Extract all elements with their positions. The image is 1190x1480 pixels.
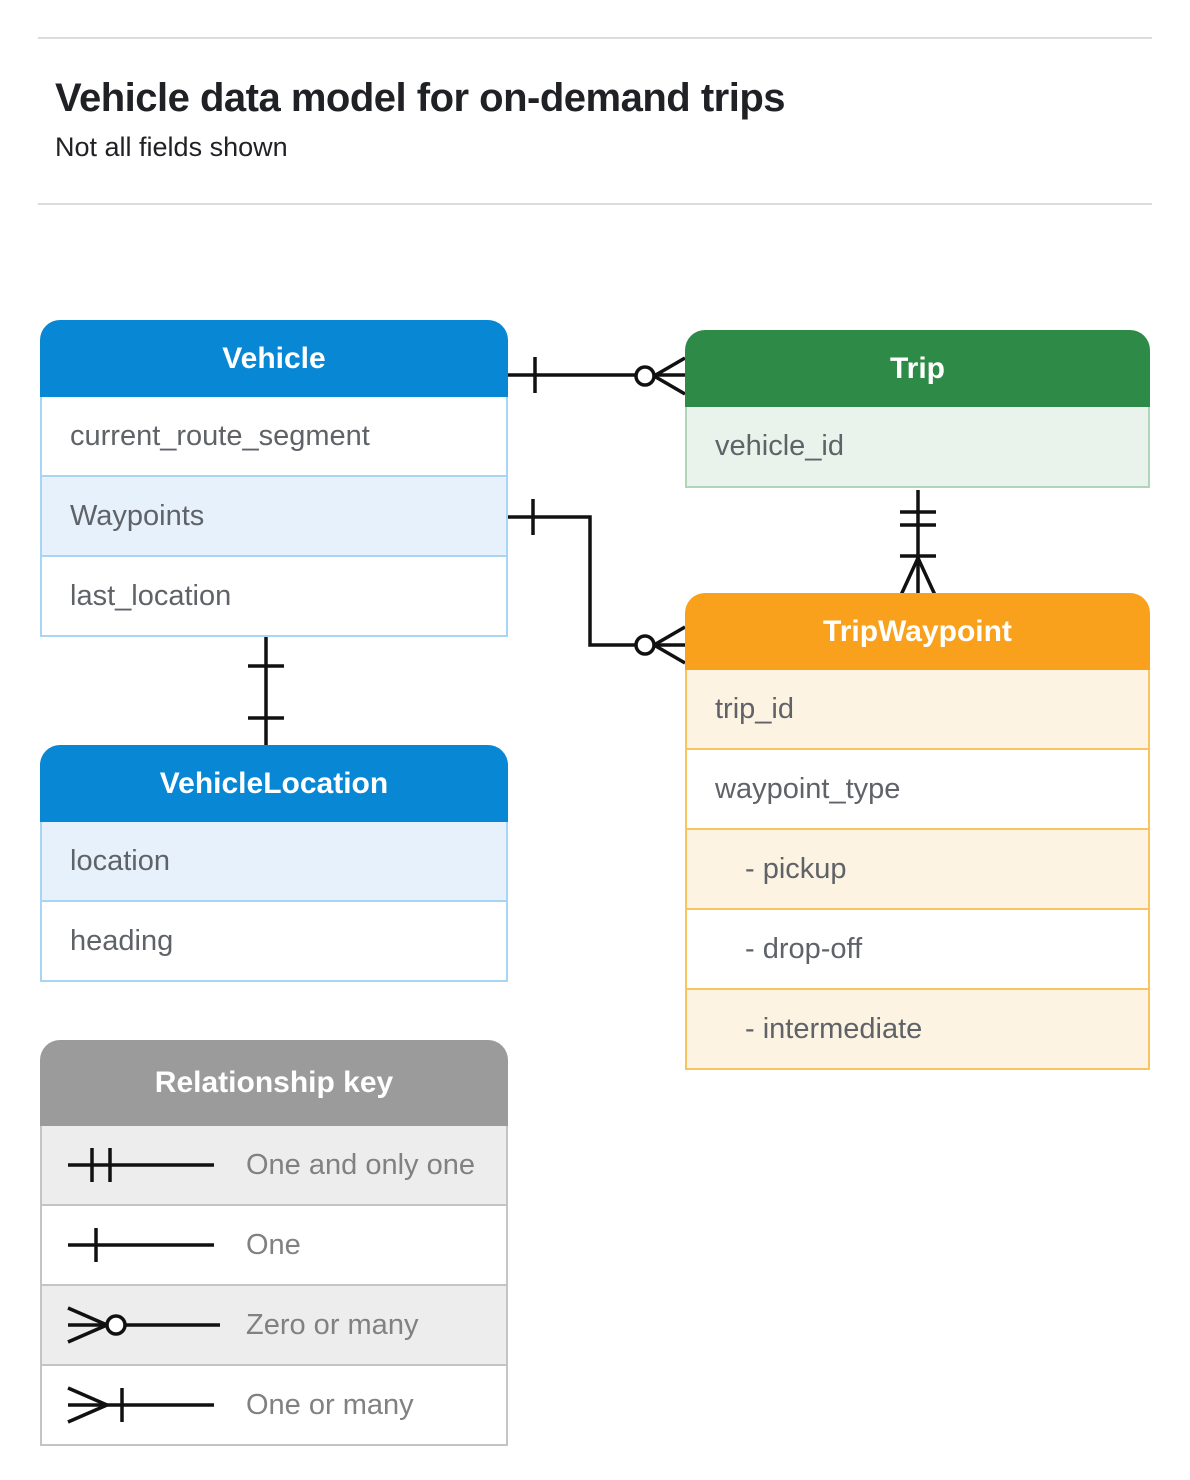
legend-label: One or many	[246, 1388, 414, 1421]
vehiclelocation-table: VehicleLocation location heading	[40, 745, 508, 982]
relationship-key: Relationship key One and only one One	[40, 1040, 508, 1446]
legend-item-one: One	[42, 1204, 506, 1284]
vehicle-field-waypoints: Waypoints	[42, 475, 506, 555]
trip-tripwaypoint-connector	[899, 490, 937, 596]
trip-table-header: Trip	[685, 330, 1150, 407]
vehiclelocation-field-heading: heading	[42, 900, 506, 980]
legend-label: Zero or many	[246, 1308, 419, 1341]
waypoints-tripwaypoint-connector	[508, 499, 686, 665]
tripwaypoint-table-header: TripWaypoint	[685, 593, 1150, 670]
one-or-many-icon	[67, 1386, 214, 1424]
trip-table: Trip vehicle_id	[685, 330, 1150, 488]
legend-item-one-and-only-one: One and only one	[42, 1126, 506, 1204]
legend-label: One	[246, 1228, 301, 1261]
vehicle-table: Vehicle current_route_segment Waypoints …	[40, 320, 508, 637]
relationship-key-header: Relationship key	[40, 1040, 508, 1126]
vehicle-trip-connector	[508, 356, 686, 396]
vehicle-field-current-route-segment: current_route_segment	[42, 397, 506, 475]
one-and-only-one-icon	[68, 1148, 214, 1182]
tripwaypoint-field-trip-id: trip_id	[687, 670, 1148, 748]
tripwaypoint-table: TripWaypoint trip_id waypoint_type - pic…	[685, 593, 1150, 1070]
legend-item-zero-or-many: Zero or many	[42, 1284, 506, 1364]
vehicle-vehiclelocation-connector	[248, 635, 284, 745]
header-divider	[38, 203, 1152, 205]
legend-item-one-or-many: One or many	[42, 1364, 506, 1444]
tripwaypoint-value-intermediate: - intermediate	[687, 988, 1148, 1068]
tripwaypoint-value-pickup: - pickup	[687, 828, 1148, 908]
zero-or-many-icon	[67, 1306, 220, 1344]
top-divider	[38, 37, 1152, 39]
vehicle-field-last-location: last_location	[42, 555, 506, 635]
legend-label: One and only one	[246, 1148, 475, 1181]
one-icon	[68, 1228, 214, 1262]
page-subtitle: Not all fields shown	[55, 132, 288, 162]
vehiclelocation-field-location: location	[42, 822, 506, 900]
vehiclelocation-table-header: VehicleLocation	[40, 745, 508, 822]
page-title: Vehicle data model for on-demand trips	[55, 76, 786, 120]
tripwaypoint-value-drop-off: - drop-off	[687, 908, 1148, 988]
vehicle-table-header: Vehicle	[40, 320, 508, 397]
tripwaypoint-field-waypoint-type: waypoint_type	[687, 748, 1148, 828]
trip-field-vehicle-id: vehicle_id	[687, 407, 1148, 486]
